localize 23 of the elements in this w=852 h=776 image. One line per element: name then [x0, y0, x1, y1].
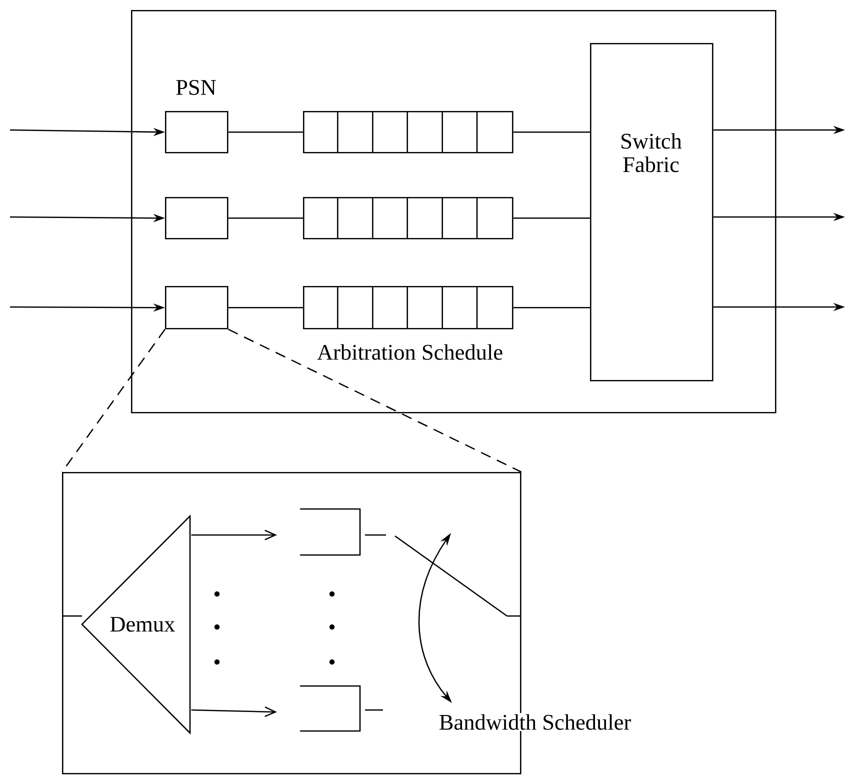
queue-buffer	[300, 685, 361, 732]
queue-box	[303, 286, 514, 330]
queue-box	[303, 197, 514, 240]
queue-buffer	[300, 508, 361, 556]
leader-line	[228, 328, 522, 473]
psn-box	[165, 286, 228, 330]
frame-box	[131, 10, 776, 414]
psn-box	[165, 197, 228, 240]
leader-line	[61, 328, 166, 472]
queue-box	[303, 111, 514, 154]
connector-line	[513, 132, 590, 133]
arrow	[191, 706, 277, 717]
connector-line	[228, 218, 303, 219]
node-label: PSN	[176, 80, 216, 95]
caption-label: Bandwidth Scheduler	[438, 713, 632, 731]
caption-label: Arbitration Schedule	[316, 343, 504, 361]
connector-line	[513, 218, 590, 219]
psn-box: PSN	[165, 80, 228, 154]
switch-fabric-box: Switch Fabric	[590, 43, 714, 382]
connector-line	[228, 307, 303, 308]
arrow	[191, 530, 277, 540]
connector-line	[228, 132, 303, 133]
connector-line	[513, 307, 590, 308]
